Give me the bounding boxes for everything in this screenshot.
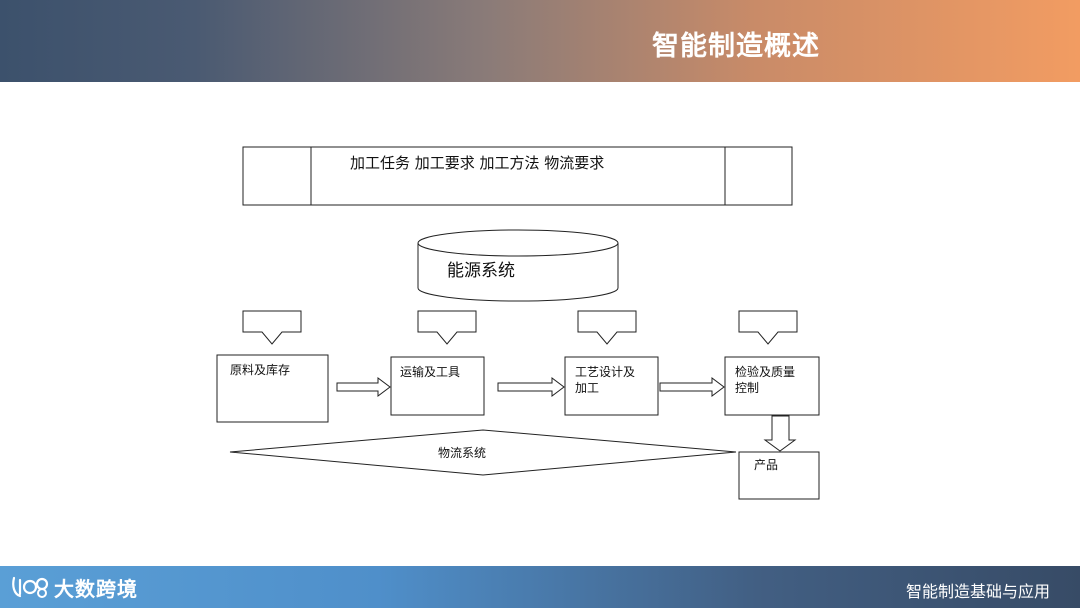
course-name: 智能制造基础与应用 bbox=[905, 582, 1050, 601]
stage-transport-label: 运输及工具 bbox=[400, 364, 460, 379]
stage-inspection: 检验及质量 控制 bbox=[724, 356, 820, 416]
stage-raw-material-label: 原料及库存 bbox=[230, 362, 290, 377]
brand: 大数跨境 bbox=[10, 574, 138, 601]
logistics-system-label: 物流系统 bbox=[438, 446, 486, 460]
energy-arrow-2 bbox=[417, 310, 477, 345]
energy-system-cylinder: 能源系统 bbox=[417, 229, 619, 302]
stage-process-design-label-1: 工艺设计及 bbox=[575, 365, 635, 379]
slide-title: 智能制造概述 bbox=[652, 31, 820, 62]
manufacturing-system-diagram: 加工任务 加工要求 加工方法 物流要求 能源系统 原料及库存 运输及工具 工艺设… bbox=[216, 146, 820, 500]
energy-arrow-1 bbox=[242, 310, 302, 345]
stage-transport: 运输及工具 bbox=[390, 356, 485, 416]
stage-inspection-label-1: 检验及质量 bbox=[735, 364, 795, 379]
energy-arrow-3 bbox=[577, 310, 637, 345]
brand-logo-icon bbox=[12, 576, 49, 598]
footer-banner: 大数跨境 智能制造基础与应用 bbox=[0, 566, 1080, 608]
stage-process-design: 工艺设计及 加工 bbox=[564, 356, 659, 416]
product-label: 产品 bbox=[754, 458, 778, 472]
product-box: 产品 bbox=[738, 451, 820, 500]
header-banner: 智能制造概述 bbox=[0, 0, 1080, 82]
task-input-box: 加工任务 加工要求 加工方法 物流要求 bbox=[242, 146, 793, 206]
flow-arrow-2 bbox=[497, 377, 565, 397]
flow-arrow-1 bbox=[336, 377, 391, 397]
stage-inspection-label-2: 控制 bbox=[735, 381, 759, 395]
energy-system-label: 能源系统 bbox=[447, 261, 515, 281]
task-input-text: 加工任务 加工要求 加工方法 物流要求 bbox=[350, 154, 604, 172]
stage-raw-material: 原料及库存 bbox=[216, 354, 329, 423]
flow-arrow-3 bbox=[659, 377, 725, 397]
logistics-system: 物流系统 bbox=[229, 429, 737, 476]
energy-arrow-4 bbox=[738, 310, 798, 345]
product-arrow bbox=[763, 415, 797, 452]
brand-name: 大数跨境 bbox=[54, 576, 138, 601]
stage-process-design-label-2: 加工 bbox=[575, 381, 599, 395]
